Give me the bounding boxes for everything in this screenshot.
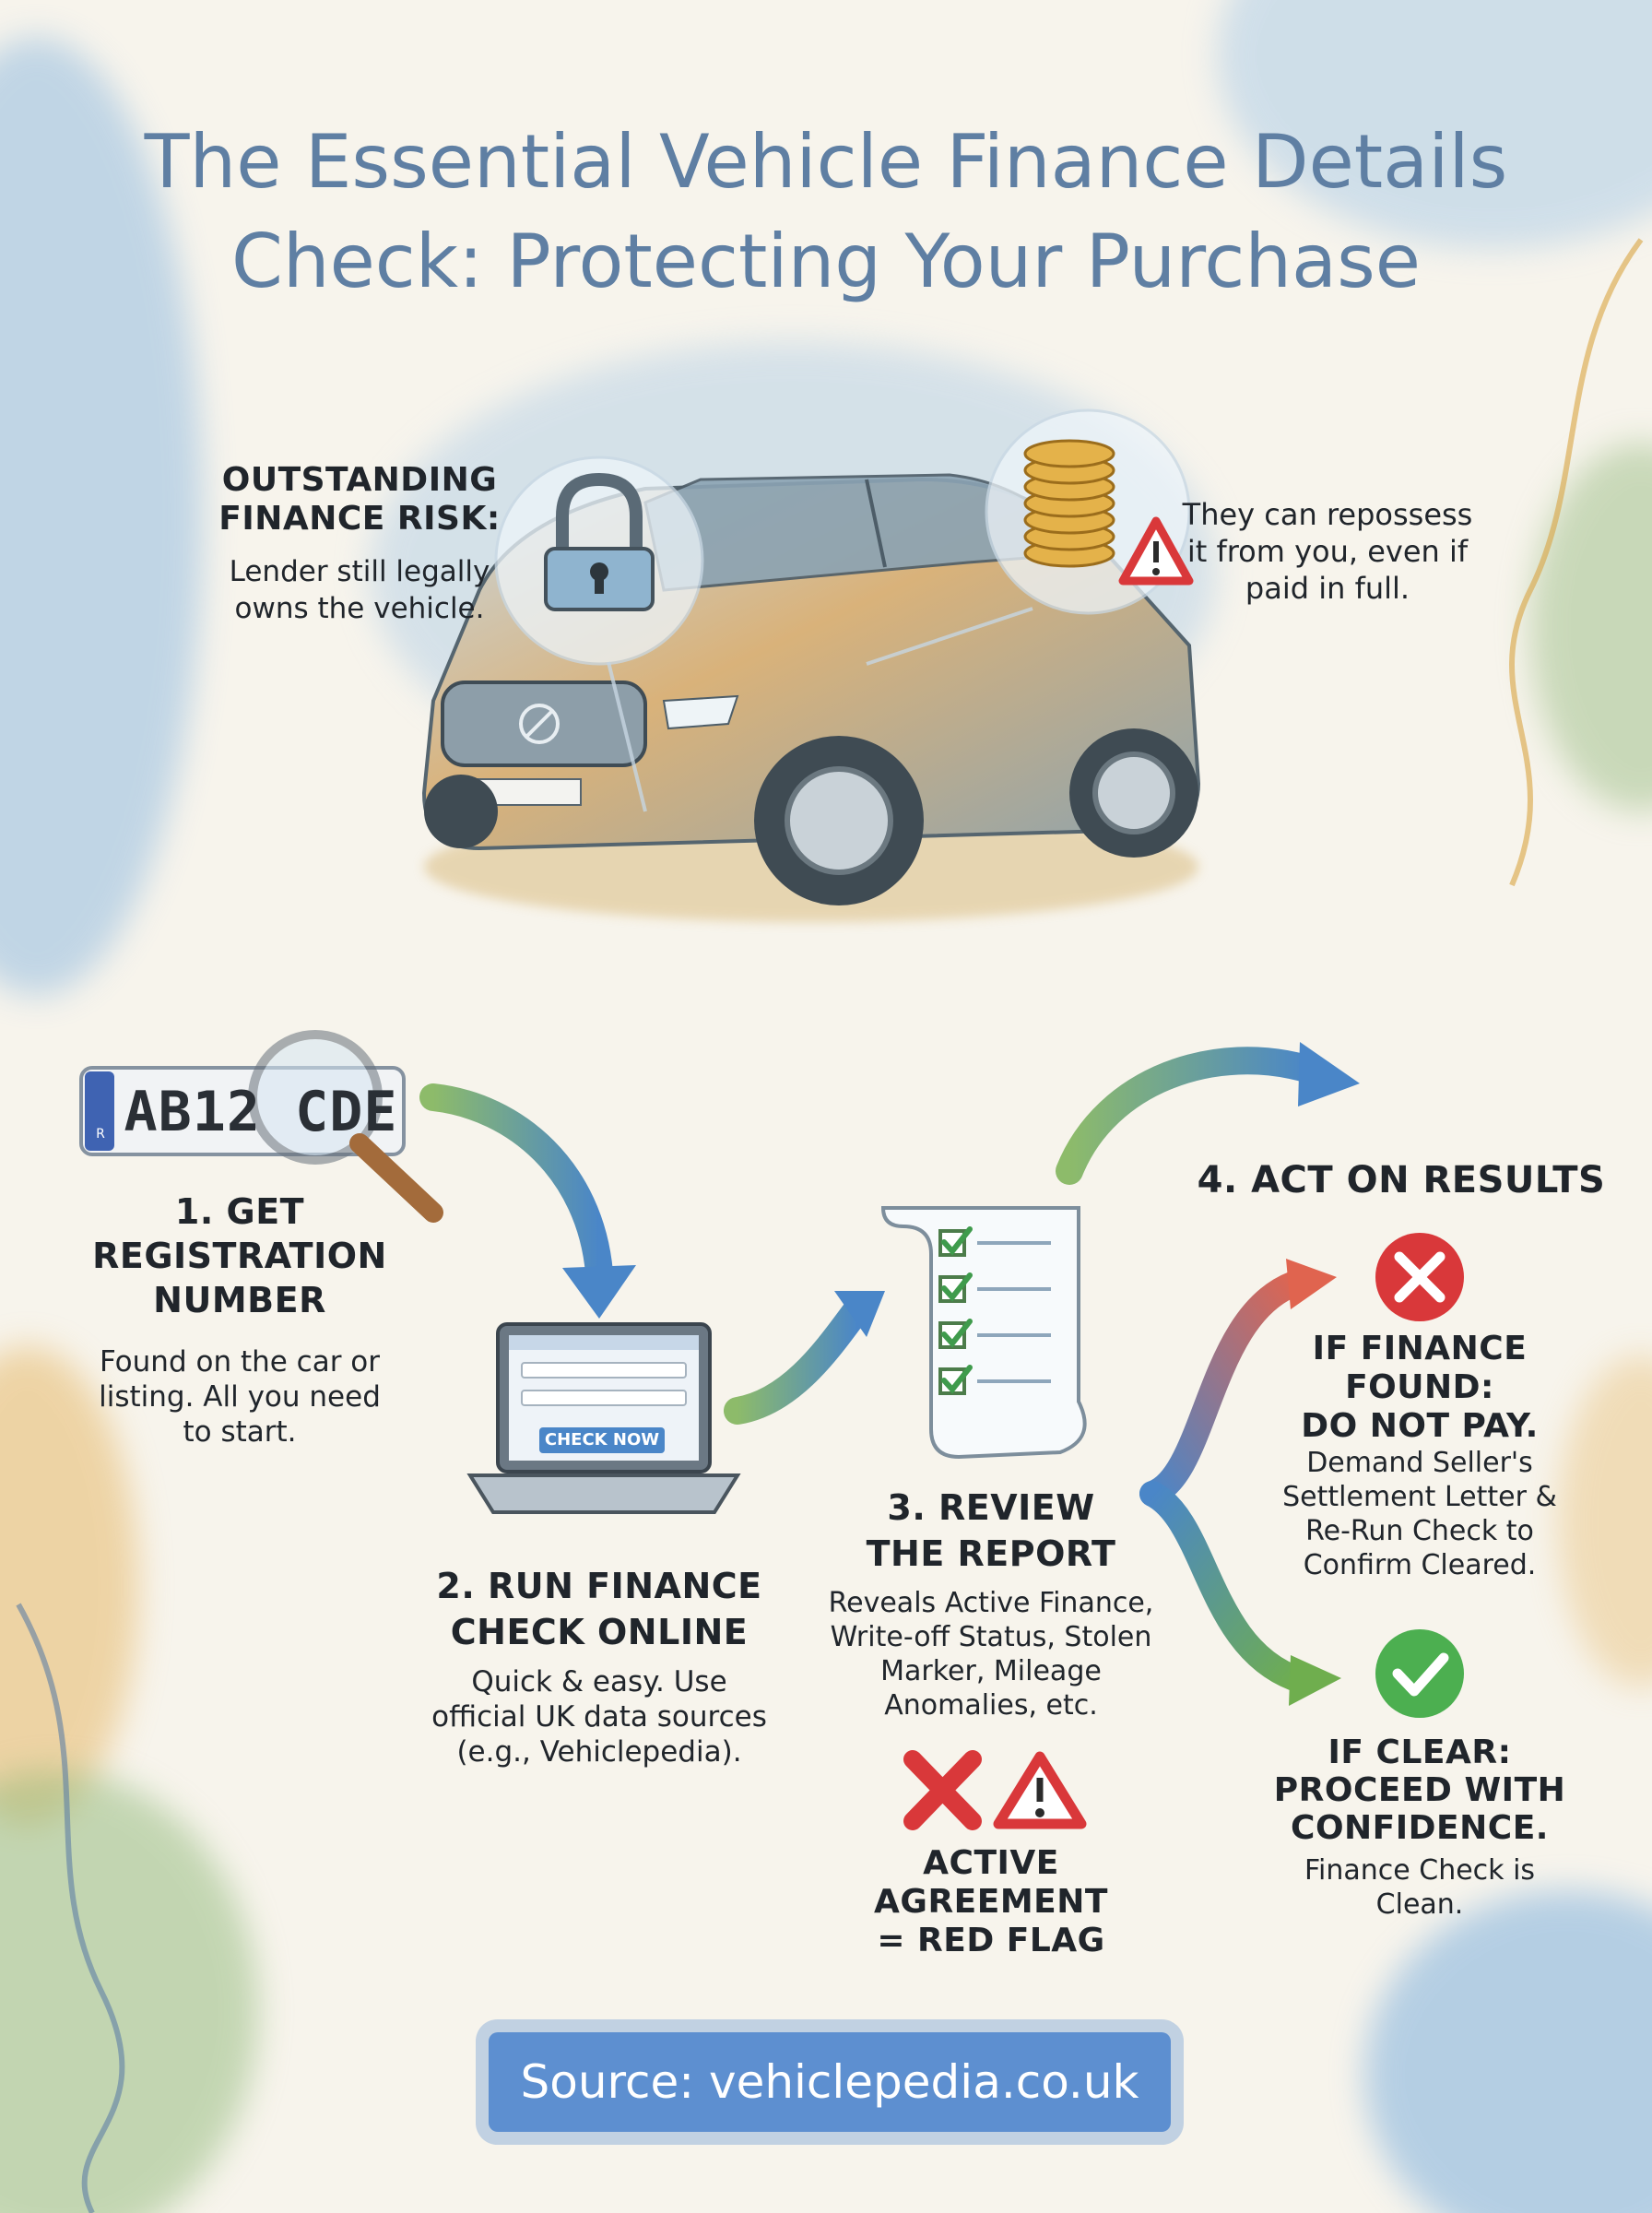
risk-body: Lender still legally owns the vehicle. [184,553,535,627]
plate-side-mark: R [96,1127,105,1142]
laptop-icon [466,1322,741,1514]
step-3-line-1: 3. REVIEW [887,1487,1095,1528]
finance-found-heading: IF FINANCE FOUND: DO NOT PAY. [1272,1330,1567,1446]
step-1-line-2: REGISTRATION [92,1236,387,1276]
red-flag-icons [903,1750,1087,1830]
finance-found-line-1: IF FINANCE [1312,1330,1528,1367]
red-flag-line-2: = RED FLAG [877,1922,1105,1959]
step-3-body-1: Reveals Active Finance, [828,1587,1154,1619]
clear-body-1: Finance Check is [1304,1854,1536,1887]
step-1-heading: 1. GET REGISTRATION NUMBER [83,1189,396,1322]
step-3-line-2: THE REPORT [866,1533,1116,1574]
page-title: The Essential Vehicle Finance Details Ch… [74,112,1578,312]
repossess-line-2: it from you, even if [1186,534,1469,569]
step-2-line-2: CHECK ONLINE [450,1612,749,1652]
repossess-line-1: They can repossess [1182,497,1473,532]
lock-bubble [494,456,704,812]
clear-line-3: CONFIDENCE. [1291,1809,1549,1847]
finance-found-body-3: Re-Run Check to [1305,1515,1534,1547]
clear-heading: IF CLEAR: PROCEED WITH CONFIDENCE. [1263,1734,1576,1847]
step-2-line-1: 2. RUN FINANCE [436,1566,762,1606]
repossess-line-3: paid in full. [1245,571,1410,606]
step-1-body-1: Found on the car or [99,1345,381,1379]
flow-arrows [419,1042,1360,1706]
step-3-body-2: Write-off Status, Stolen [830,1621,1152,1653]
title-line-1: The Essential Vehicle Finance Details [144,119,1508,205]
title-line-2: Check: Protecting Your Purchase [231,219,1421,304]
step-3-body: Reveals Active Finance, Write-off Status… [802,1586,1180,1722]
finance-found-body: Demand Seller's Settlement Letter & Re-R… [1263,1446,1576,1582]
license-plate-text: AB12 CDE [124,1080,398,1144]
step-2-body-3: (e.g., Vehiclepedia). [456,1735,742,1769]
step-1-body-2: listing. All you need [99,1380,381,1414]
finance-found-body-1: Demand Seller's [1306,1447,1533,1479]
report-icon [880,1206,1087,1460]
risk-body-line-1: Lender still legally [229,555,490,588]
step-3-body-3: Marker, Mileage [880,1655,1102,1687]
finance-found-line-3: DO NOT PAY. [1301,1407,1539,1445]
red-flag-line-1: ACTIVE AGREEMENT [874,1844,1108,1921]
finance-found-line-2: FOUND: [1345,1368,1494,1406]
risk-body-line-2: owns the vehicle. [234,592,485,625]
clear-body-2: Clean. [1375,1888,1464,1921]
clear-line-1: IF CLEAR: [1328,1734,1512,1771]
step-1-line-3: NUMBER [153,1280,326,1320]
finance-found-body-4: Confirm Cleared. [1303,1549,1537,1581]
clear-line-2: PROCEED WITH [1273,1771,1566,1809]
risk-heading-line-1: OUTSTANDING [221,461,498,499]
step-1-body-3: to start. [183,1415,297,1449]
step-2-body-2: official UK data sources [431,1700,767,1734]
step-2-body-1: Quick & easy. Use [471,1665,727,1698]
step-4-heading: 4. ACT ON RESULTS [1197,1159,1606,1201]
red-flag-text: ACTIVE AGREEMENT = RED FLAG [802,1844,1180,1960]
repossess-text: They can repossess it from you, even if … [1152,496,1503,607]
coins-bubble [866,408,1194,666]
risk-heading-line-2: FINANCE RISK: [218,500,501,538]
step-3-heading: 3. REVIEW THE REPORT [811,1485,1171,1577]
step-2-heading: 2. RUN FINANCE CHECK ONLINE [406,1563,793,1655]
clear-body: Finance Check is Clean. [1263,1853,1576,1922]
step-1-line-1: 1. GET [174,1191,305,1232]
step-2-body: Quick & easy. Use official UK data sourc… [406,1664,793,1769]
check-now-button[interactable]: CHECK NOW [544,1430,660,1450]
step-1-body: Found on the car or listing. All you nee… [83,1344,396,1450]
source-badge: Source: vehiclepedia.co.uk [489,2032,1171,2132]
finance-found-body-2: Settlement Letter & [1282,1481,1557,1513]
stop-icon [1375,1233,1464,1321]
step-3-body-4: Anomalies, etc. [884,1689,1098,1722]
license-plate-icon [79,1030,443,1223]
check-icon [1375,1629,1464,1718]
risk-heading: OUTSTANDING FINANCE RISK: [184,461,535,538]
